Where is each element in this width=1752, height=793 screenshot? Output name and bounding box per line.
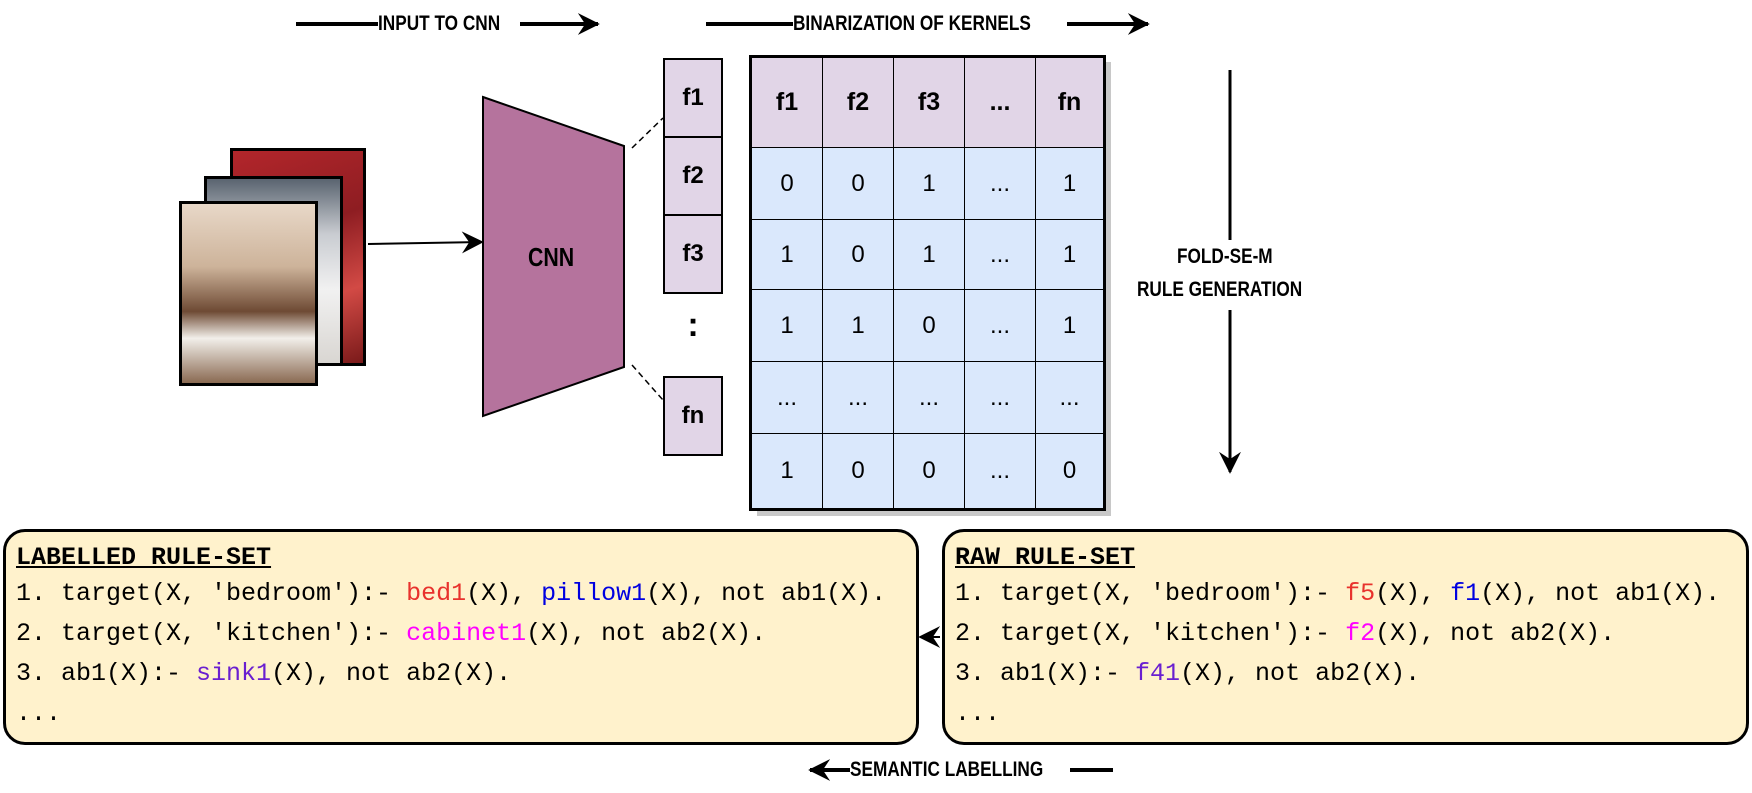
table-cell: 0 xyxy=(823,434,894,508)
table-cell: ... xyxy=(752,362,823,434)
rule-text: 3. ab1(X):- xyxy=(16,659,197,688)
table-cell: ... xyxy=(965,290,1036,362)
predicate-pillow1: pillow1 xyxy=(541,579,647,608)
labelled-rule-2: 2. target(X, 'kitchen'):- cabinet1(X), n… xyxy=(16,614,906,654)
table-cell: 1 xyxy=(752,290,823,362)
rule-text: (X), not ab1(X). xyxy=(646,579,887,608)
predicate-f41: f41 xyxy=(1135,659,1181,688)
table-cell: 1 xyxy=(823,290,894,362)
labelled-rule-set-box: LABELLED RULE-SET 1. target(X, 'bedroom'… xyxy=(3,529,919,745)
predicate-f5: f5 xyxy=(1345,579,1376,608)
rule-text: (X), not ab2(X). xyxy=(1375,619,1616,648)
table-cell: 1 xyxy=(1036,148,1103,220)
cnn-bottom-dashed-connector xyxy=(631,364,664,401)
fold-se-m-label-line1: FOLD-SE-M xyxy=(1177,245,1273,268)
table-header-cell: f2 xyxy=(823,58,894,148)
cnn-top-dashed-connector xyxy=(631,117,664,149)
binarization-table: f1 f2 f3 ... fn 0 0 1 ... 1 1 0 1 ... 1 … xyxy=(749,55,1106,511)
predicate-f1: f1 xyxy=(1450,579,1481,608)
filter-fn: fn xyxy=(663,376,723,456)
filter-f3: f3 xyxy=(663,214,723,294)
raw-rule-ellipsis: ... xyxy=(955,699,1001,728)
rule-text: 2. target(X, 'kitchen'):- xyxy=(16,619,407,648)
raw-rule-3: 3. ab1(X):- f41(X), not ab2(X). xyxy=(955,654,1736,694)
table-cell: ... xyxy=(965,362,1036,434)
filter-ellipsis: : xyxy=(687,306,699,344)
rule-text: 2. target(X, 'kitchen'):- xyxy=(955,619,1346,648)
raw-rule-2: 2. target(X, 'kitchen'):- f2(X), not ab2… xyxy=(955,614,1736,654)
table-cell: 1 xyxy=(752,434,823,508)
rule-text: (X), not ab2(X). xyxy=(1180,659,1421,688)
rule-text: (X), not ab2(X). xyxy=(526,619,767,648)
table-cell: 0 xyxy=(894,290,965,362)
table-cell: ... xyxy=(1036,362,1103,434)
table-cell: ... xyxy=(965,220,1036,290)
fold-se-m-label-line2: RULE GENERATION xyxy=(1137,278,1303,301)
table-cell: ... xyxy=(823,362,894,434)
filter-f1: f1 xyxy=(663,58,723,138)
table-header-cell: f1 xyxy=(752,58,823,148)
table-cell: 0 xyxy=(1036,434,1103,508)
rule-text: (X), not ab2(X). xyxy=(271,659,512,688)
table-cell: 1 xyxy=(894,148,965,220)
image-to-cnn-arrow xyxy=(367,231,484,254)
labelled-rule-3: 3. ab1(X):- sink1(X), not ab2(X). xyxy=(16,654,906,694)
table-cell: ... xyxy=(894,362,965,434)
labelled-rule-set-title: LABELLED RULE-SET xyxy=(16,543,272,572)
table-cell: 0 xyxy=(894,434,965,508)
rule-text: (X), not ab1(X). xyxy=(1480,579,1721,608)
raw-rule-set-title: RAW RULE-SET xyxy=(955,543,1136,572)
table-header-cell: fn xyxy=(1036,58,1103,148)
table-cell: 0 xyxy=(752,148,823,220)
rule-text: 3. ab1(X):- xyxy=(955,659,1136,688)
table-cell: ... xyxy=(965,148,1036,220)
input-to-cnn-label: INPUT TO CNN xyxy=(378,12,501,35)
table-cell: 0 xyxy=(823,220,894,290)
filter-f2: f2 xyxy=(663,136,723,216)
table-cell: 1 xyxy=(1036,220,1103,290)
predicate-sink1: sink1 xyxy=(196,659,272,688)
table-header-cell: f3 xyxy=(894,58,965,148)
cnn-trapezoid xyxy=(482,95,625,418)
table-cell: 0 xyxy=(823,148,894,220)
rule-text: 1. target(X, 'bedroom'):- xyxy=(955,579,1346,608)
scene-image-front xyxy=(179,201,318,386)
raw-rule-set-box: RAW RULE-SET 1. target(X, 'bedroom'):- f… xyxy=(942,529,1749,745)
binarization-label: BINARIZATION OF KERNELS xyxy=(793,12,1031,35)
rule-text: 1. target(X, 'bedroom'):- xyxy=(16,579,407,608)
predicate-f2: f2 xyxy=(1345,619,1376,648)
raw-rule-1: 1. target(X, 'bedroom'):- f5(X), f1(X), … xyxy=(955,574,1736,614)
rule-text: (X), xyxy=(1375,579,1451,608)
table-cell: 1 xyxy=(1036,290,1103,362)
table-header-cell: ... xyxy=(965,58,1036,148)
table-cell: ... xyxy=(965,434,1036,508)
semantic-labelling-label: SEMANTIC LABELLING xyxy=(850,758,1044,781)
labelled-rule-1: 1. target(X, 'bedroom'):- bed1(X), pillo… xyxy=(16,574,906,614)
predicate-bed1: bed1 xyxy=(406,579,467,608)
predicate-cabinet1: cabinet1 xyxy=(406,619,527,648)
cnn-label: CNN xyxy=(528,242,575,272)
rule-text: (X), xyxy=(466,579,542,608)
table-cell: 1 xyxy=(752,220,823,290)
table-cell: 1 xyxy=(894,220,965,290)
labelled-rule-ellipsis: ... xyxy=(16,699,62,728)
